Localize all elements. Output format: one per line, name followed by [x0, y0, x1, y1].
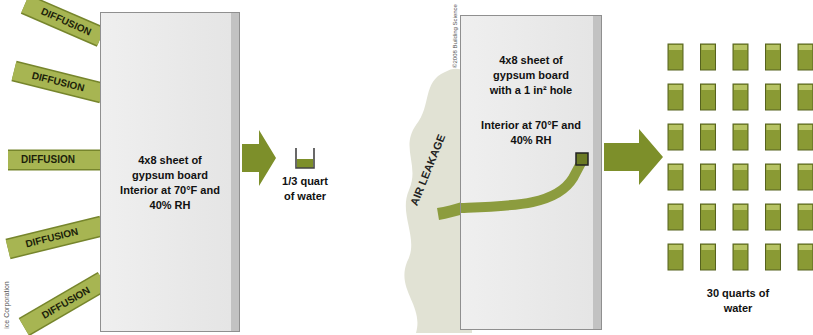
cup-icon — [293, 146, 317, 170]
container-grid — [663, 40, 813, 274]
diffusion-label: DIFFUSION — [21, 155, 75, 165]
board-text: 4x8 sheet of gypsum board with a 1 in² h… — [481, 53, 581, 98]
gypsum-board: 4x8 sheet of gypsum boardInterior at 70°… — [100, 12, 240, 332]
gypsum-board-hole: 4x8 sheet of gypsum board with a 1 in² h… — [460, 15, 602, 330]
water-cup: 1/3 quart of water — [276, 146, 334, 204]
diffusion-bands — [8, 4, 103, 327]
flow-arrow — [604, 129, 663, 185]
board-text: Interior at 70°F and 40% RH — [481, 118, 581, 148]
water-containers: 30 quarts of water — [663, 40, 813, 316]
water-amount: 1/3 quart of water — [276, 174, 334, 204]
watermark: ©2008 Building Science — [452, 4, 458, 68]
flow-arrow — [242, 130, 276, 186]
water-amount: 30 quarts of water — [698, 286, 778, 316]
board-text: Interior at 70°F and 40% RH — [120, 183, 220, 213]
board-text: 4x8 sheet of gypsum board — [120, 153, 220, 183]
watermark: ice Corporation — [3, 281, 10, 328]
